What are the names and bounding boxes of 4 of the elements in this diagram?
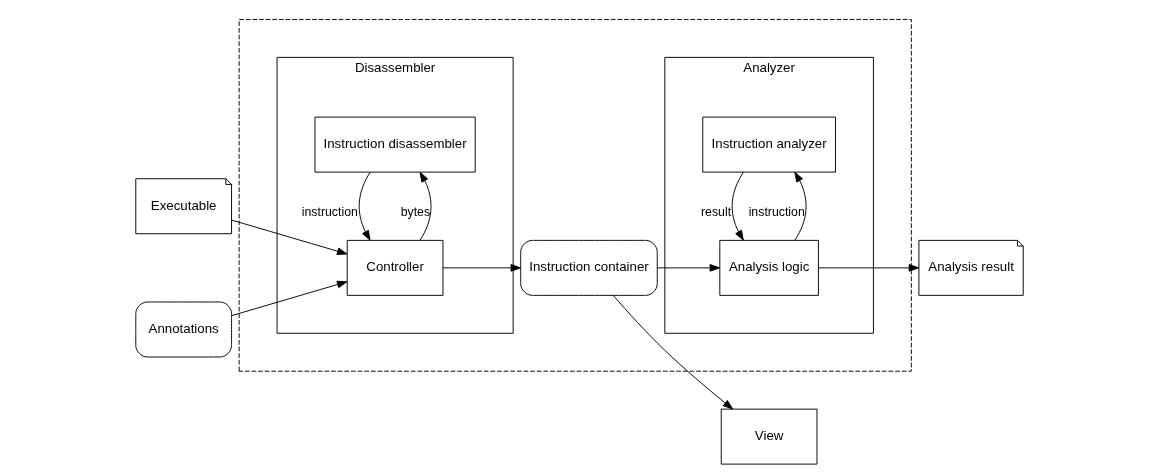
edge-label: bytes xyxy=(400,205,431,220)
edge-label: instruction xyxy=(301,205,358,219)
edge-label: instruction xyxy=(748,204,805,219)
edge-label: result xyxy=(700,205,732,220)
